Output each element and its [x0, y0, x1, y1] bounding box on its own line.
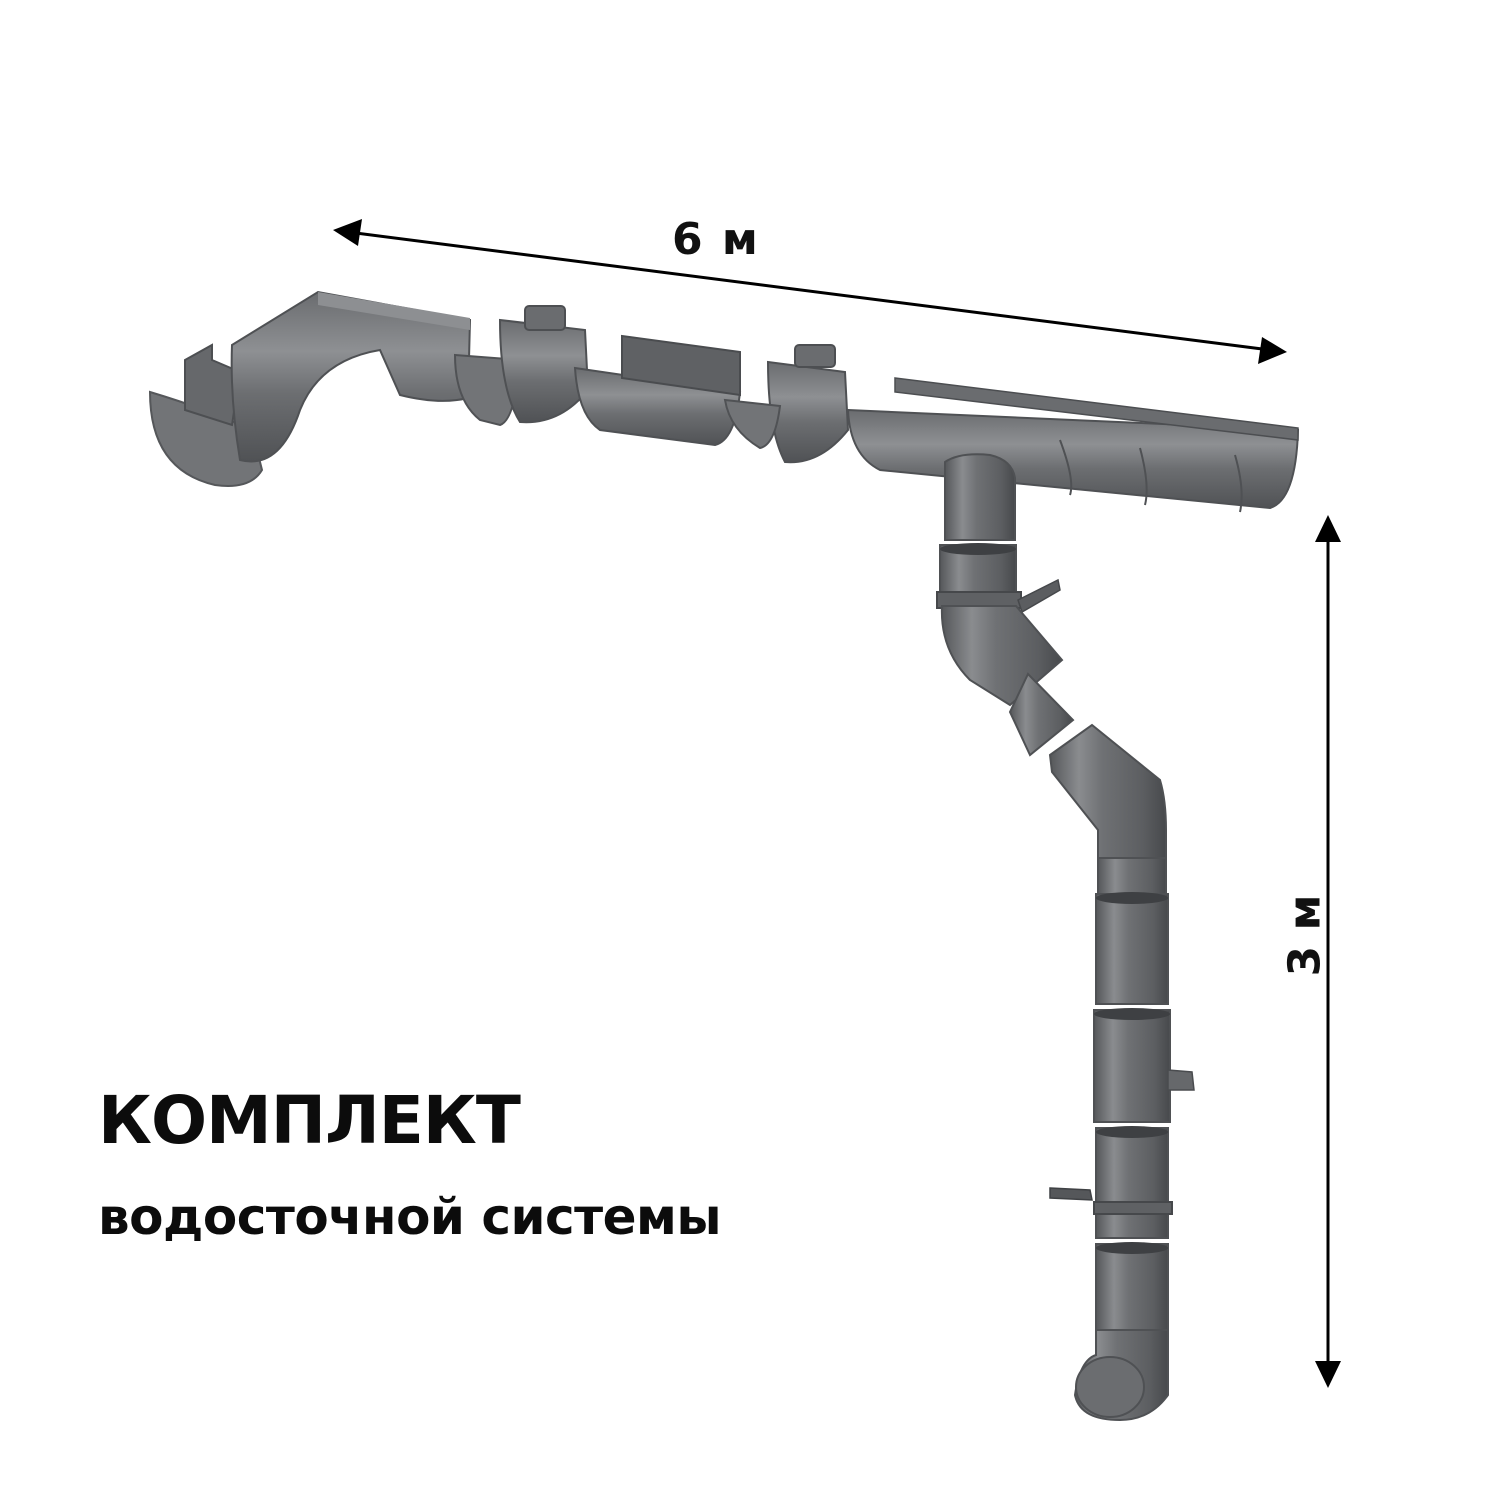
downpipe-coupling-1: [1095, 893, 1169, 1005]
gutter-funnel: [944, 453, 1016, 541]
product-caption: КОМПЛЕКТ водосточной системы: [98, 1082, 722, 1246]
product-subtitle: водосточной системы: [98, 1188, 722, 1246]
product-title: КОМПЛЕКТ: [98, 1082, 521, 1159]
width-dimension-arrow: [333, 219, 1287, 364]
collector-outlet-nozzle: [1167, 1069, 1195, 1091]
height-dimension-arrow: [1315, 515, 1341, 1388]
height-dimension-label: 3 м: [1279, 894, 1331, 977]
downpipe-clamp-lower: [1093, 1201, 1173, 1215]
gutter-corner-90: [230, 290, 472, 463]
gutter-connector-3: [723, 398, 782, 450]
downpipe-offset-section: [1008, 672, 1075, 757]
gutter-assembly: [148, 290, 1300, 541]
arrow-right-icon: [1258, 337, 1287, 364]
rainwater-collector: [1093, 1009, 1171, 1123]
wall-bracket-upper: [1017, 578, 1061, 614]
arrow-up-icon: [1315, 515, 1341, 542]
width-dimension-label: 6 м: [672, 214, 760, 265]
arrow-left-icon: [333, 219, 362, 246]
downpipe-section-3: [1095, 1243, 1169, 1335]
downpipe-section-2: [1095, 1127, 1169, 1239]
arrow-down-icon: [1315, 1361, 1341, 1388]
downpipe-elbow-lower: [1048, 723, 1167, 859]
downpipe-section-1: [1097, 857, 1167, 899]
gutter-section: [846, 408, 1300, 510]
downpipe-assembly: [936, 543, 1195, 1422]
gutter-bracket-2: [766, 360, 850, 464]
wall-pin-lower: [1049, 1187, 1093, 1201]
